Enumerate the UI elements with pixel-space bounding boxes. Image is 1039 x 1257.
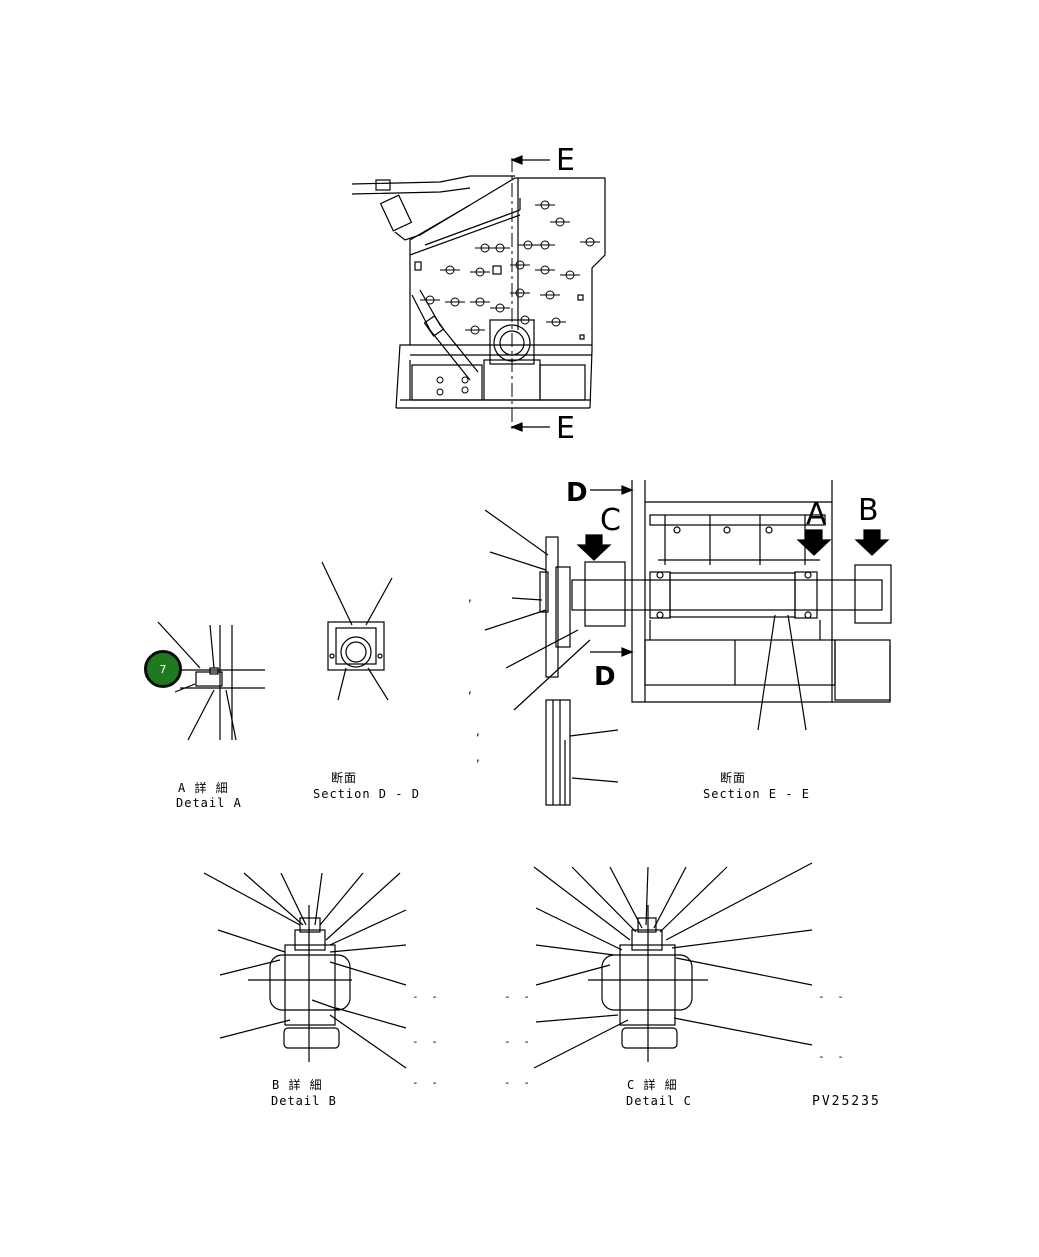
placeholder-dash: - - — [412, 990, 441, 1003]
section-dd-caption-jp: 断面 — [331, 771, 358, 785]
placeholder-dash: - - — [504, 990, 533, 1003]
placeholder-dash: - - — [412, 1076, 441, 1089]
section-e-view — [484, 480, 892, 806]
section-ee-caption-jp: 断面 — [720, 771, 747, 785]
detail-marker-a: A — [806, 497, 827, 532]
detail-c-view — [533, 862, 813, 1069]
detail-b-view — [203, 872, 407, 1069]
section-marker-e-bottom: E — [556, 411, 575, 446]
section-marker-d-bottom: D — [594, 662, 616, 692]
placeholder-comma: , — [476, 724, 480, 738]
detail-marker-c: C — [600, 503, 621, 538]
section-d-view — [321, 561, 393, 701]
detail-c-caption-jp: C 詳 細 — [627, 1078, 678, 1092]
section-dd-caption-en: Section D - D — [313, 787, 420, 801]
detail-a-caption-en: Detail A — [176, 796, 242, 810]
detail-b-caption-en: Detail B — [271, 1094, 337, 1108]
section-marker-d-top: D — [566, 478, 588, 508]
detail-c-caption-en: Detail C — [626, 1094, 692, 1108]
placeholder-dash: - - — [504, 1076, 533, 1089]
placeholder-comma: , — [468, 590, 472, 604]
section-ee-caption-en: Section E - E — [703, 787, 810, 801]
drawing-number: PV25235 — [812, 1094, 881, 1109]
placeholder-dash: - - — [412, 1035, 441, 1048]
placeholder-comma: , — [476, 750, 480, 764]
main-housing-view — [351, 155, 606, 432]
detail-a-caption-jp: A 詳 細 — [178, 781, 229, 795]
placeholder-comma: , — [468, 682, 472, 696]
detail-b-caption-jp: B 詳 細 — [272, 1078, 323, 1092]
section-marker-e-top: E — [556, 143, 575, 178]
placeholder-dash: - - — [818, 990, 847, 1003]
detail-a-view — [157, 621, 265, 741]
callout-badge-7[interactable]: 7 — [144, 650, 182, 688]
detail-marker-b: B — [858, 493, 879, 528]
placeholder-dash: - - — [818, 1050, 847, 1063]
placeholder-dash: - - — [504, 1035, 533, 1048]
